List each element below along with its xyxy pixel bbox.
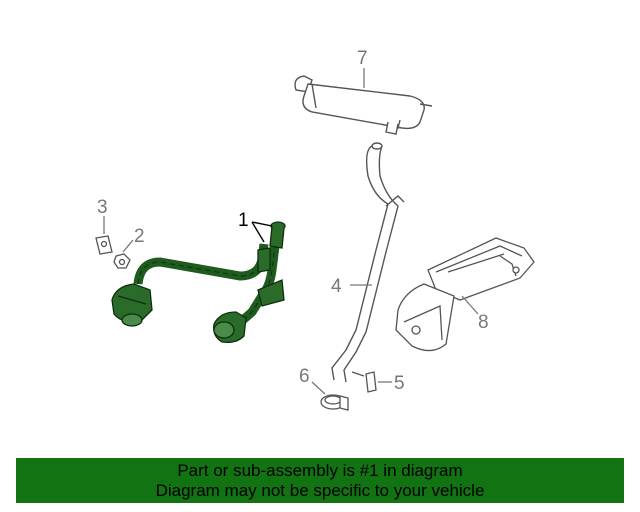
- callout-2: 2: [134, 226, 145, 247]
- part-8-heat-shield[interactable]: [395, 237, 535, 352]
- part-1-catalytic-converter[interactable]: [111, 221, 286, 344]
- info-banner: Part or sub-assembly is #1 in diagram Di…: [16, 458, 624, 503]
- part-4-pipe[interactable]: [331, 142, 405, 383]
- callout-3: 3: [97, 197, 108, 218]
- callout-6-leader: [311, 381, 326, 395]
- callout-1-leader-a: [251, 221, 273, 227]
- callout-1-leader-b: [251, 221, 265, 243]
- callout-7: 7: [357, 48, 368, 69]
- callout-6: 6: [299, 366, 310, 387]
- callout-8: 8: [478, 312, 489, 333]
- banner-line-1: Part or sub-assembly is #1 in diagram: [177, 461, 463, 480]
- part-7-muffler[interactable]: [294, 75, 433, 135]
- part-5-hanger[interactable]: [365, 371, 377, 393]
- part-6-clamp[interactable]: [320, 394, 349, 411]
- callout-4: 4: [331, 276, 342, 297]
- callout-2-leader: [122, 239, 134, 253]
- banner-line-2: Diagram may not be specific to your vehi…: [155, 481, 485, 500]
- callout-5: 5: [394, 373, 405, 394]
- part-3-bracket[interactable]: [95, 235, 113, 255]
- part-2-nut[interactable]: [113, 253, 131, 269]
- callout-1: 1: [238, 210, 249, 231]
- callout-8-leader: [461, 295, 479, 315]
